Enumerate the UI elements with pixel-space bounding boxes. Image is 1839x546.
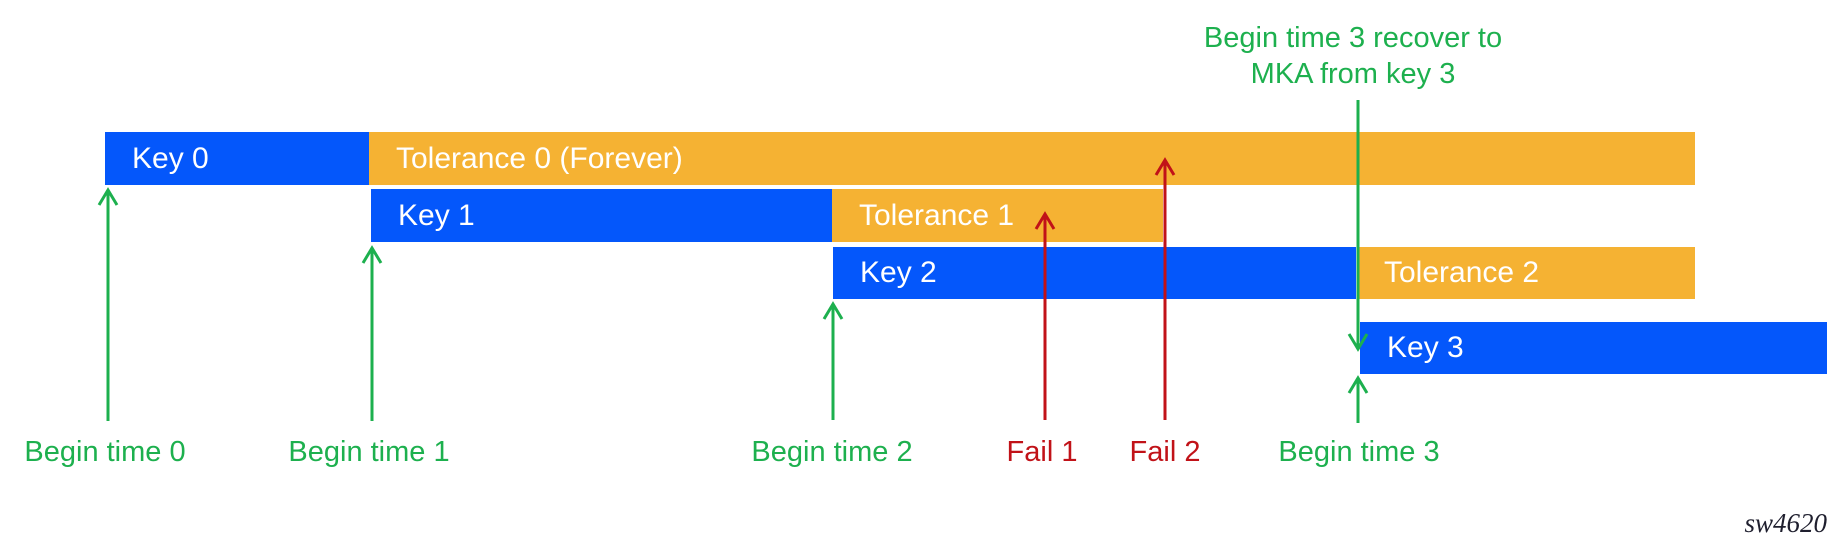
tolerance1-label: Tolerance 1 [859,198,1015,232]
tolerance2-bar: Tolerance 2 [1357,247,1695,299]
key1-bar: Key 1 [371,189,832,242]
recover-annotation: Begin time 3 recover to MKA from key 3 [1204,20,1502,92]
key2-label: Key 2 [860,256,937,289]
key3-bar: Key 3 [1360,322,1827,374]
key1-label: Key 1 [398,198,475,232]
key0-bar: Key 0 [105,132,369,185]
fail-1-label: Fail 1 [1006,436,1078,468]
fail-2-label: Fail 2 [1129,436,1201,468]
fail-1-arrow-icon [1034,211,1056,420]
begin-time-0-label: Begin time 0 [24,436,186,468]
key0-label: Key 0 [132,141,209,175]
begin-time-1-label: Begin time 1 [288,436,450,468]
tolerance0-bar: Tolerance 0 (Forever) [369,132,1695,185]
begin-time-3-arrow-icon [1347,375,1369,423]
key2-bar: Key 2 [833,247,1356,299]
begin-time-2-label: Begin time 2 [751,436,913,468]
tolerance2-label: Tolerance 2 [1384,256,1540,289]
recover-annotation-line1: Begin time 3 recover to [1203,22,1503,54]
recover-annotation-line2: MKA from key 3 [1250,58,1456,90]
tolerance0-label: Tolerance 0 (Forever) [396,141,683,175]
tolerance1-bar: Tolerance 1 [832,189,1163,242]
begin-time-3-label: Begin time 3 [1278,436,1440,468]
begin-time-1-arrow-icon [361,245,383,421]
begin-time-2-arrow-icon [822,301,844,420]
watermark: sw4620 [1744,508,1827,538]
key3-label: Key 3 [1387,331,1464,364]
begin-time-0-arrow-icon [97,187,119,421]
